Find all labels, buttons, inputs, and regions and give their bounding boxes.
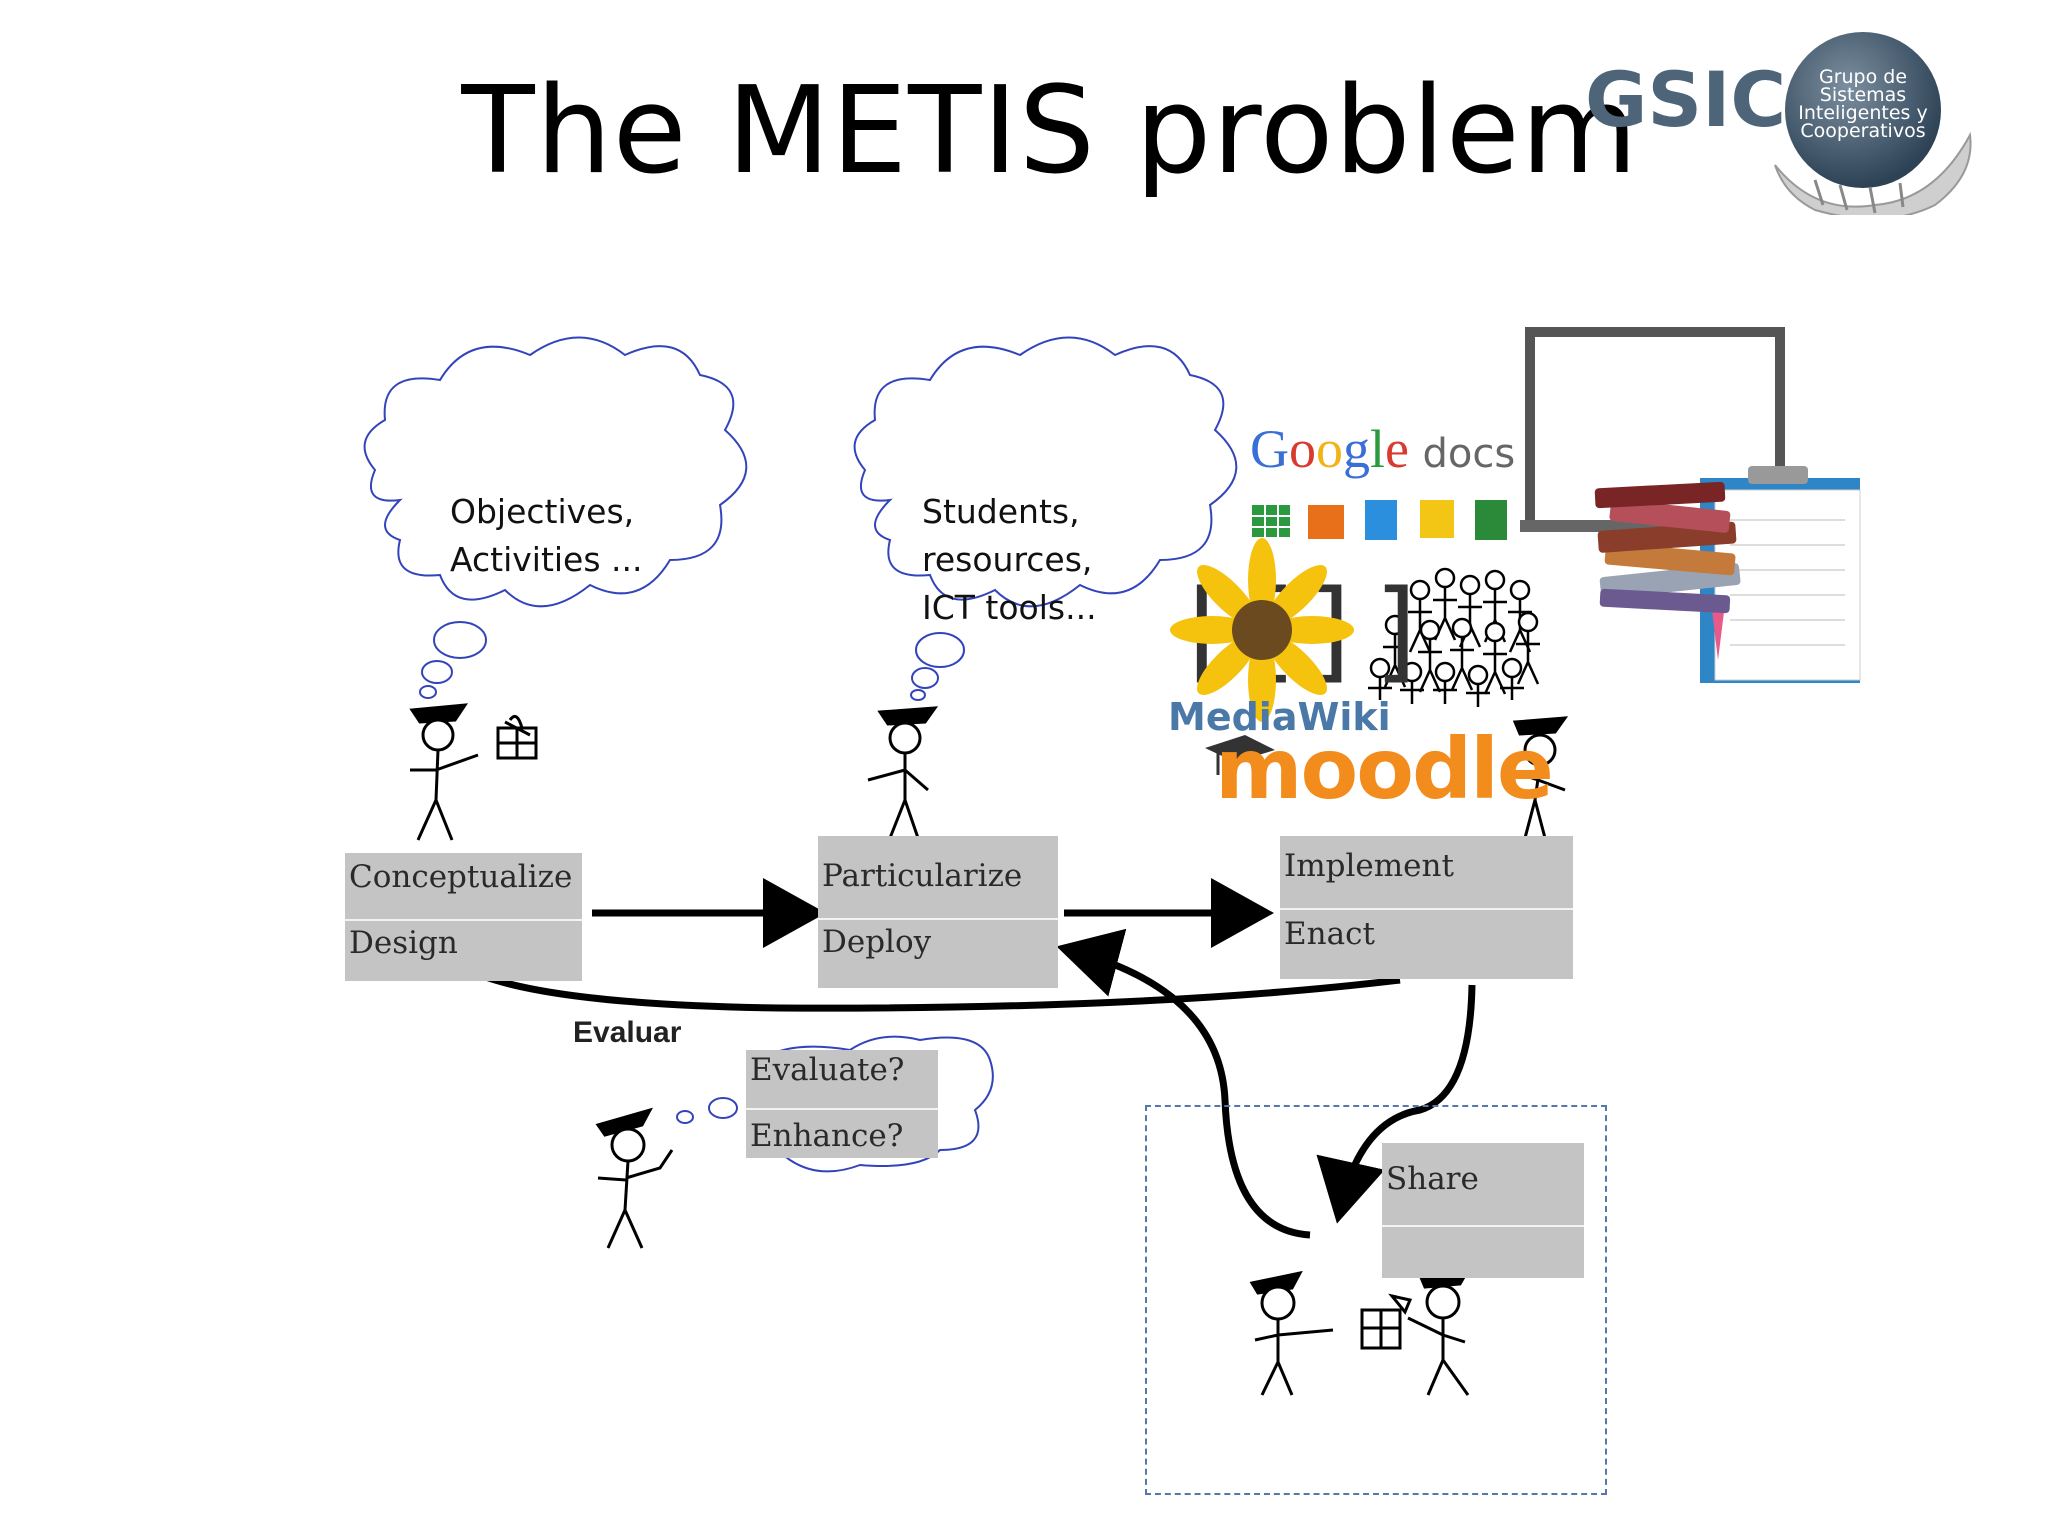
- stage-label-implement: Implement: [1284, 848, 1454, 884]
- docs-wordmark: docs: [1422, 431, 1516, 477]
- arrow-evaluate-loop: [478, 971, 1401, 1012]
- gift-icon-share: [1360, 1293, 1413, 1350]
- teacher-figure-implement: [1507, 716, 1569, 839]
- teacher-figure-design: [409, 703, 479, 841]
- stage-label-evaluate: Evaluate?: [750, 1052, 905, 1088]
- stage-label-deploy: Deploy: [822, 924, 932, 960]
- share-region: [1145, 1105, 1607, 1495]
- stage-divider: [818, 918, 1058, 920]
- stage-particularize: Particularize Deploy: [818, 836, 1058, 988]
- arrow-share-to-deploy: [1056, 928, 1311, 1239]
- thought-cloud-particularize: [853, 336, 1238, 701]
- svg-text:Sistemas: Sistemas: [1820, 84, 1906, 106]
- gsic-globe-icon: Grupo de Sistemas Inteligentes y Coopera…: [1774, 32, 1972, 220]
- students-group-figure: [1368, 567, 1540, 707]
- svg-text:Grupo de: Grupo de: [1819, 66, 1907, 88]
- stage-divider: [345, 919, 582, 921]
- svg-text:Cooperativos: Cooperativos: [1800, 120, 1925, 142]
- stage-divider: [1382, 1225, 1584, 1227]
- google-wordmark: Google: [1250, 419, 1409, 479]
- arrow-implement-to-share: [1316, 984, 1476, 1224]
- stage-label-particularize: Particularize: [822, 858, 1023, 894]
- stage-label-conceptualize: Conceptualize: [349, 859, 573, 895]
- gift-icon-design: [496, 714, 538, 760]
- teacher-figure-particularize: [867, 706, 939, 839]
- mediawiki-logo-text: MediaWiki: [1168, 695, 1391, 739]
- stage-design: Conceptualize Design: [345, 853, 582, 981]
- stage-label-enact: Enact: [1284, 916, 1375, 952]
- thought-cloud-design: [363, 336, 748, 699]
- stage-label-design: Design: [349, 925, 458, 961]
- thought-text-design: Objectives, Activities ...: [450, 492, 643, 579]
- books-icon: [1594, 481, 1741, 614]
- stage-label-share: Share: [1386, 1161, 1479, 1197]
- stage-label-enhance: Enhance?: [750, 1118, 904, 1154]
- moodle-logo-text: moodle: [1215, 720, 1554, 818]
- thought-text-particularize: Students, resources, ICT tools...: [922, 492, 1097, 627]
- teacher-figure-evaluate: [595, 1107, 674, 1249]
- google-docs-logo: Google docs: [1250, 418, 1515, 480]
- stage-divider: [1280, 908, 1573, 910]
- stage-implement: Implement Enact: [1280, 836, 1573, 979]
- page-title: The METIS problem: [461, 62, 1639, 201]
- teacher-figure-share: [1249, 1270, 1334, 1396]
- google-docs-icons: [1252, 500, 1507, 540]
- stage-evaluate: Evaluate? Enhance?: [746, 1050, 938, 1158]
- stage-share: Share: [1382, 1143, 1584, 1278]
- mediawiki-sunflower-icon: [[ ]]: [1170, 538, 1432, 722]
- gsic-logo: Grupo de Sistemas Inteligentes y Coopera…: [1585, 15, 1985, 220]
- stage-divider: [746, 1108, 938, 1110]
- gsic-logo-text: GSIC: [1585, 55, 1787, 144]
- svg-text:Inteligentes y: Inteligentes y: [1798, 102, 1927, 124]
- arrow-label-evaluar: Evaluar: [573, 1016, 682, 1049]
- moodle-hat-icon: [1205, 735, 1275, 775]
